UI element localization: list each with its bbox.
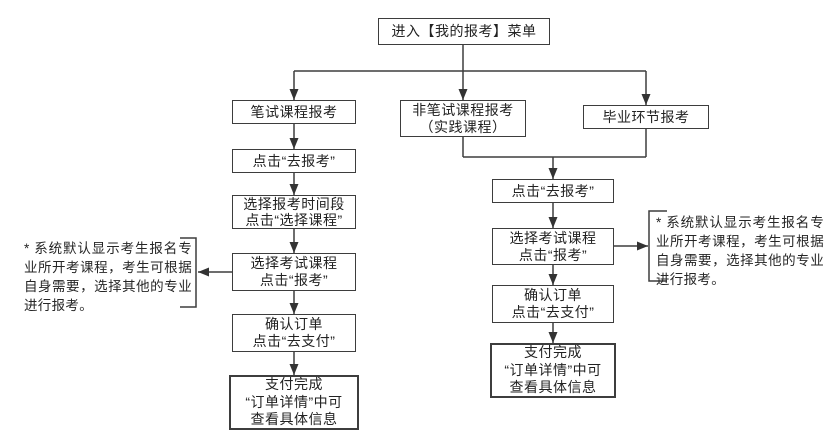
flow-node-left-confirm-order: 确认订单 点击“去支付” — [232, 314, 356, 352]
node-label: 查看具体信息 — [509, 379, 597, 396]
note-default-courses-right: * 系统默认显示考生报名专业所开考课程，考生可根据自身需要，选择其他的专业进行报… — [656, 215, 824, 287]
node-label: 点击“选择课程” — [245, 212, 343, 228]
node-label: 点击“去报考” — [511, 182, 595, 199]
flow-node-written-course: 笔试课程报考 — [232, 100, 356, 124]
flow-node-right-confirm-order: 确认订单 点击“去支付” — [492, 285, 614, 323]
node-label: 非笔试课程报考 — [412, 102, 514, 118]
node-label: 点击“报考” — [259, 272, 329, 288]
flow-node-graduation-stage: 毕业环节报考 — [583, 105, 709, 129]
flow-node-my-registration-menu: 进入【我的报考】菜单 — [378, 18, 550, 45]
flow-node-right-payment-done: 支付完成 “订单详情”中可 查看具体信息 — [490, 343, 616, 398]
node-label: 点击“报考” — [518, 246, 588, 263]
node-label: 确认订单 — [265, 316, 323, 332]
node-label: 确认订单 — [524, 287, 582, 303]
flow-node-right-click-register: 点击“去报考” — [492, 179, 614, 203]
flow-node-left-payment-done: 支付完成 “订单详情”中可 查看具体信息 — [229, 375, 359, 430]
node-label: 支付完成 — [265, 376, 323, 393]
flow-node-right-select-exam-course: 选择考试课程 点击“报考” — [492, 228, 614, 265]
node-label: 毕业环节报考 — [602, 108, 690, 125]
flow-node-non-written-course: 非笔试课程报考 （实践课程） — [400, 100, 526, 137]
node-label: 笔试课程报考 — [250, 103, 338, 120]
node-label: 选择报考时间段 — [243, 196, 345, 212]
node-label: “订单详情”中可 — [245, 393, 343, 410]
node-label: （实践课程） — [419, 118, 507, 135]
flow-node-left-select-timeslot: 选择报考时间段 点击“选择课程” — [232, 195, 356, 229]
flow-node-left-select-exam-course: 选择考试课程 点击“报考” — [232, 253, 356, 291]
node-label: 点击“去支付” — [511, 304, 595, 320]
flow-node-left-click-register: 点击“去报考” — [232, 149, 356, 173]
node-label: “订单详情”中可 — [504, 361, 602, 378]
node-label: 支付完成 — [524, 344, 582, 361]
node-label: 点击“去报考” — [252, 152, 336, 169]
node-label: 选择考试课程 — [509, 230, 597, 246]
note-default-courses-left: * 系统默认显示考生报名专业所开考课程，考生可根据自身需要，选择其他的专业进行报… — [24, 241, 192, 313]
node-label: 选择考试课程 — [250, 255, 338, 271]
node-label: 查看具体信息 — [250, 411, 338, 428]
node-label: 点击“去支付” — [252, 333, 336, 349]
node-label: 进入【我的报考】菜单 — [391, 23, 537, 39]
